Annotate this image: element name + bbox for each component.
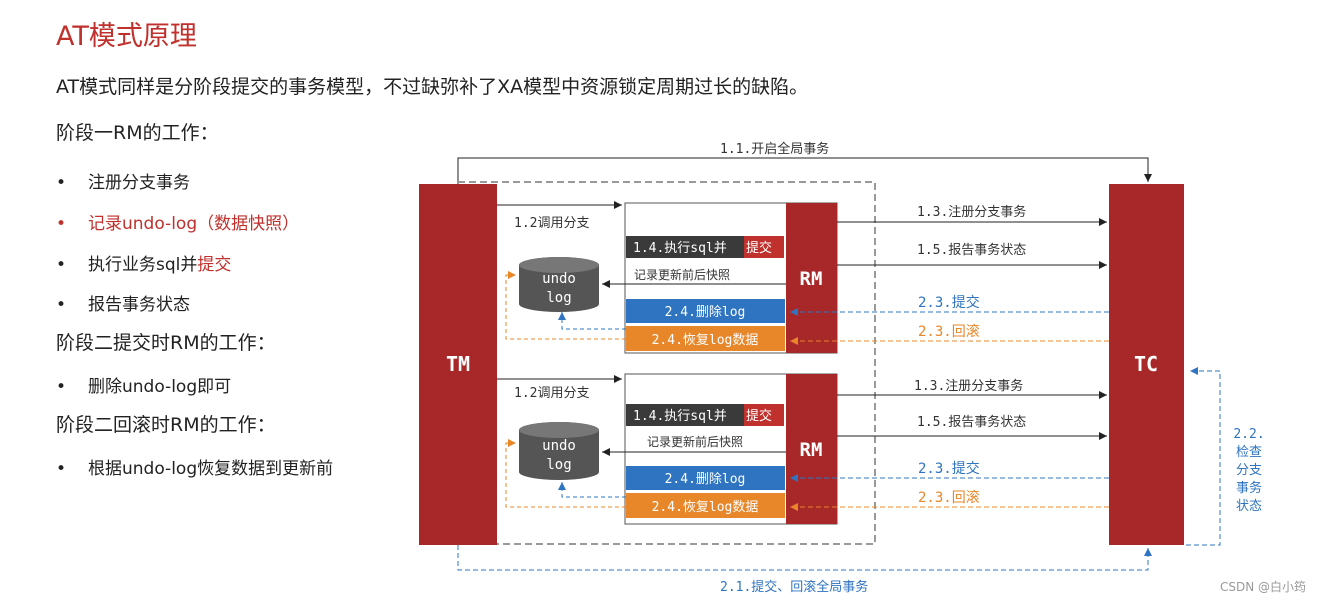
- commit-label-bottom: 2.3.提交: [918, 460, 980, 477]
- call-branch-label-bottom: 1.2调用分支: [514, 386, 589, 401]
- phase2-rollback-item-1: •根据undo-log恢复数据到更新前: [56, 459, 334, 479]
- rm-box-bottom: [786, 374, 837, 524]
- phase2-commit-item-1: •删除undo-log即可: [56, 377, 232, 397]
- check-branch-status-line-3: 分支: [1236, 463, 1262, 478]
- tc-box: [1109, 184, 1184, 545]
- delete-log-label-top: 2.4.删除log: [665, 305, 746, 320]
- record-snapshot-label-bottom: 记录更新前后快照: [647, 434, 743, 449]
- delete-log-box-top: [626, 299, 785, 323]
- phase1-item-3: •执行业务sql并提交: [56, 255, 232, 275]
- tm-box: [419, 184, 497, 545]
- restore-log-box-bottom: [626, 493, 785, 518]
- tm-label: TM: [446, 352, 470, 376]
- delete-log-arrow-top: [558, 312, 626, 330]
- exec-sql-label-top: 1.4.执行sql并: [633, 241, 727, 256]
- global-commit-rollback-arrow: [457, 545, 1152, 571]
- undo-log-db-top-cap: [519, 257, 599, 273]
- delete-log-label-bottom: 2.4.删除log: [665, 472, 746, 487]
- report-status-label-top: 1.5.报告事务状态: [917, 242, 1026, 258]
- start-global-tx-label: 1.1.开启全局事务: [720, 141, 829, 157]
- undo-log-db-bottom-cap: [519, 422, 599, 438]
- restore-log-arrow-bottom: [505, 439, 626, 508]
- commit-label-top: 2.3.提交: [918, 294, 980, 311]
- start-global-tx-arrow: [457, 157, 1152, 184]
- delete-log-arrow-bottom: [558, 482, 626, 498]
- undo-label-bottom-2: log: [546, 457, 571, 473]
- page-subtitle: AT模式同样是分阶段提交的事务模型，不过缺弥补了XA模型中资源锁定周期过长的缺陷…: [56, 76, 809, 98]
- exec-sql-label-bottom: 1.4.执行sql并: [633, 409, 727, 424]
- phase1-item-2: •记录undo-log（数据快照）: [56, 214, 300, 234]
- check-branch-status-line-2: 检查: [1236, 445, 1262, 460]
- rollback-label-bottom: 2.3.回滚: [918, 489, 980, 506]
- exec-sql-commit-highlight-top: [744, 236, 784, 258]
- rm-label-bottom: RM: [800, 439, 823, 461]
- register-branch-label-bottom: 1.3.注册分支事务: [914, 378, 1023, 394]
- register-branch-label-top: 1.3.注册分支事务: [917, 204, 1026, 220]
- branch-bottom: RM 1.2调用分支 1.4.执行sql并 提交 undo log 记录更新前后…: [497, 373, 1109, 525]
- record-snapshot-label-top: 记录更新前后快照: [634, 267, 730, 282]
- watermark: CSDN @白小筠: [1219, 580, 1306, 594]
- restore-log-box-top: [626, 326, 785, 351]
- restore-log-label-top: 2.4.恢复log数据: [652, 333, 759, 348]
- exec-sql-commit-label-top: 提交: [746, 240, 772, 256]
- tc-label: TC: [1134, 352, 1158, 376]
- phase2-commit-heading: 阶段二提交时RM的工作：: [56, 332, 276, 354]
- check-branch-status-line-1: 2.2.: [1233, 427, 1264, 442]
- call-branch-label-top: 1.2调用分支: [514, 216, 589, 231]
- phase1-item-4: •报告事务状态: [56, 295, 190, 315]
- phase1-heading: 阶段一RM的工作：: [56, 122, 219, 144]
- undo-label-top-1: undo: [542, 271, 576, 287]
- rm-label-top: RM: [800, 268, 823, 290]
- page-title: AT模式原理: [56, 21, 197, 52]
- rollback-label-top: 2.3.回滚: [918, 323, 980, 340]
- restore-log-label-bottom: 2.4.恢复log数据: [652, 500, 759, 515]
- phase2-rollback-heading: 阶段二回滚时RM的工作：: [56, 414, 276, 436]
- rm-box-top: [786, 203, 837, 353]
- phase1-item-1: •注册分支事务: [56, 173, 190, 193]
- report-status-label-bottom: 1.5.报告事务状态: [917, 414, 1026, 430]
- undo-label-top-2: log: [546, 290, 571, 306]
- restore-log-arrow-top: [505, 271, 626, 340]
- undo-label-bottom-1: undo: [542, 438, 576, 454]
- exec-sql-commit-label-bottom: 提交: [746, 408, 772, 424]
- exec-sql-commit-highlight-bottom: [744, 404, 784, 426]
- global-commit-rollback-label: 2.1.提交、回滚全局事务: [720, 579, 868, 595]
- branch-top: RM 1.2调用分支 1.4.执行sql并 提交 undo log 记录更新前后…: [497, 201, 1109, 354]
- check-branch-status-line-5: 状态: [1236, 499, 1262, 514]
- check-branch-status-line-4: 事务: [1236, 480, 1262, 496]
- check-branch-status-arrow: [1186, 367, 1221, 546]
- delete-log-box-bottom: [626, 466, 785, 490]
